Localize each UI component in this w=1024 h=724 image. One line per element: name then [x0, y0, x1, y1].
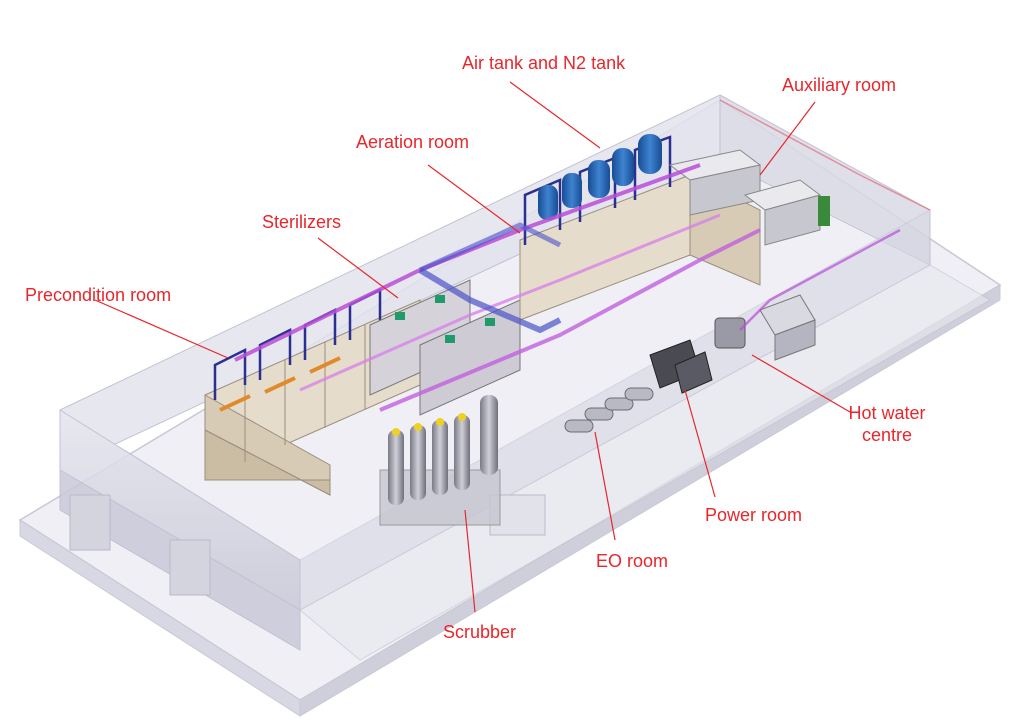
hot-water-equipment: [714, 294, 816, 361]
leader-precondition-room: [94, 299, 229, 359]
precondition-chambers: [204, 287, 421, 496]
label-precondition-room: Precondition room: [25, 285, 172, 305]
label-auxiliary-room: Auxiliary room: [782, 75, 897, 95]
label-hot-water-line1: Hot water: [848, 403, 926, 423]
power-panels: [649, 339, 713, 394]
eo-cylinders: [564, 387, 654, 433]
label-hot-water-centre: Hot water centre: [832, 402, 942, 446]
piping-network: [234, 99, 931, 412]
leader-scrubber: [464, 509, 476, 613]
leader-auxiliary-room: [759, 101, 816, 176]
leader-lines: [94, 81, 851, 613]
leader-eo-room: [594, 431, 616, 541]
air-n2-tanks: [538, 134, 662, 220]
leader-sterilizers: [317, 237, 399, 299]
leader-power-room: [684, 389, 716, 498]
label-eo-room: EO room: [596, 551, 669, 571]
label-sterilizers: Sterilizers: [262, 212, 342, 232]
scrubber-columns: [379, 395, 501, 526]
label-power-room: Power room: [705, 505, 803, 525]
auxiliary-equipment: [668, 149, 830, 246]
leader-air-tank: [509, 81, 601, 149]
tank: [538, 134, 662, 220]
leader-hot-water-centre: [751, 354, 851, 413]
leader-aeration-room: [427, 164, 521, 234]
label-air-tank-n2-tank: Air tank and N2 tank: [462, 53, 626, 73]
label-hot-water-line2: centre: [861, 425, 913, 445]
label-scrubber: Scrubber: [443, 622, 517, 642]
label-aeration-room: Aeration room: [356, 132, 470, 152]
